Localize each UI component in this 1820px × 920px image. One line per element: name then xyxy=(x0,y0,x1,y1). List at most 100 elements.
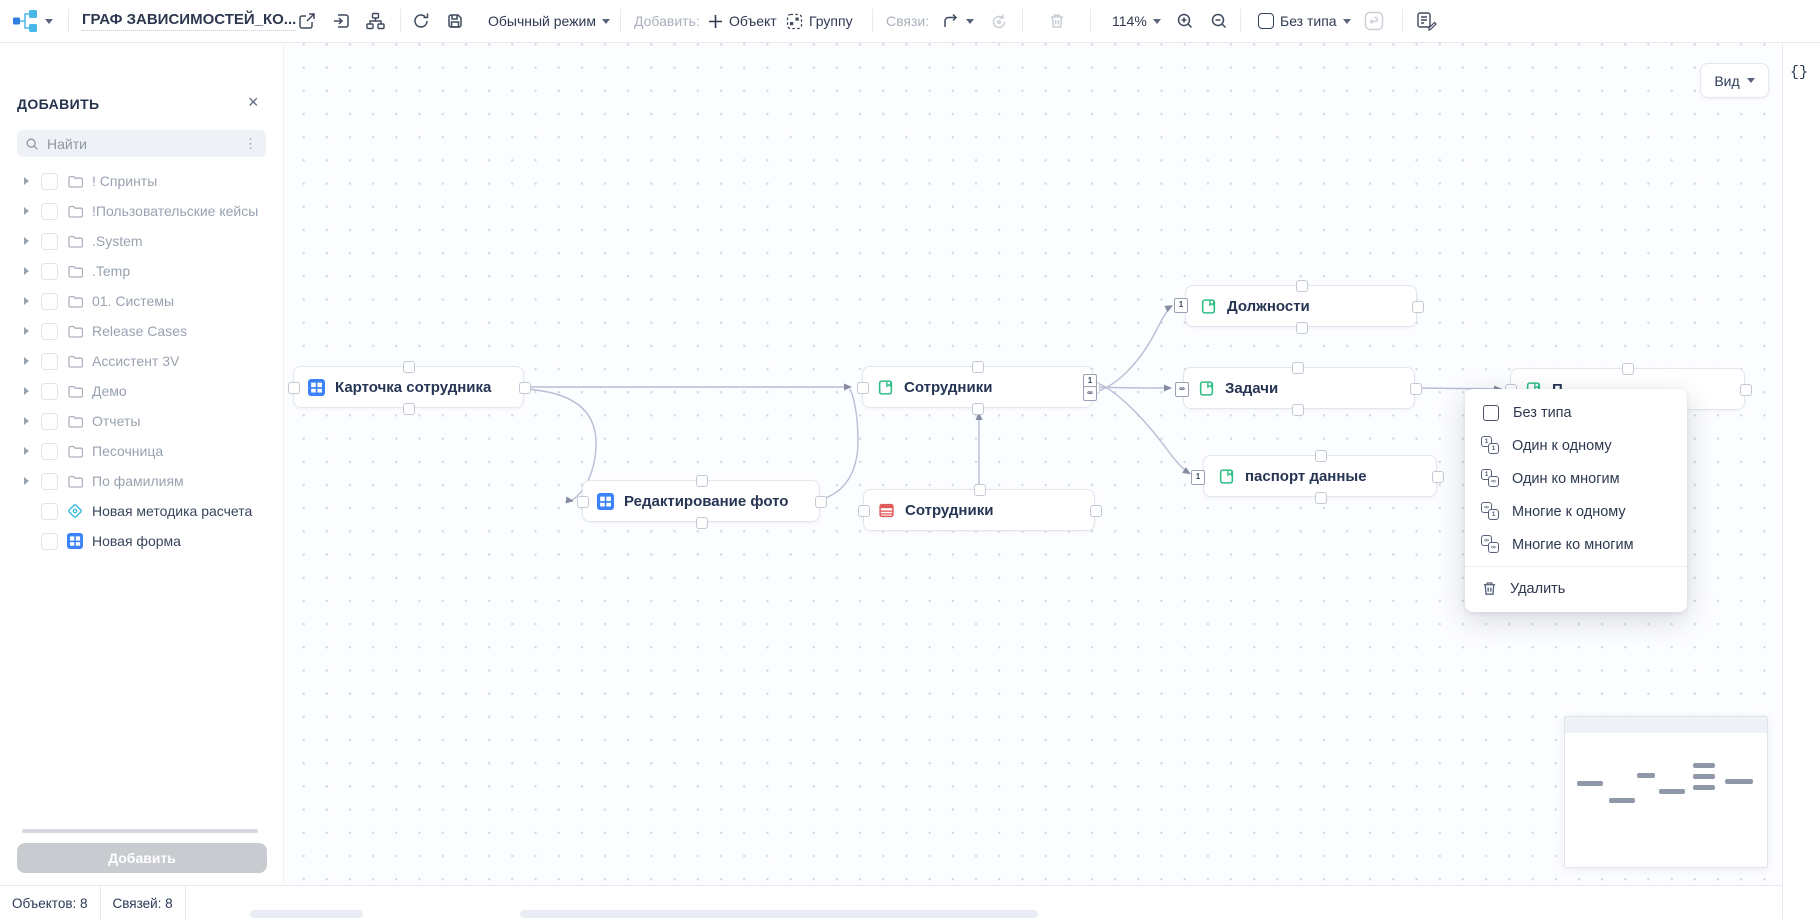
tree-folder-temp[interactable]: .Temp xyxy=(0,256,283,286)
tree-folder-otchety[interactable]: Отчеты xyxy=(0,406,283,436)
port-bottom[interactable] xyxy=(696,517,708,529)
add-button[interactable]: Добавить xyxy=(17,843,267,873)
zoom-in-button[interactable] xyxy=(1176,0,1194,42)
tree-folder-sprinty[interactable]: ! Спринты xyxy=(0,166,283,196)
menu-item-many-to-one[interactable]: ∞ 1 Многие к одному xyxy=(1465,495,1687,528)
port-right[interactable] xyxy=(519,382,531,394)
port-top[interactable] xyxy=(1296,280,1308,292)
chevron-right-icon[interactable] xyxy=(24,387,29,395)
chevron-right-icon[interactable] xyxy=(24,177,29,185)
chevron-right-icon[interactable] xyxy=(24,297,29,305)
tree-leaf-novaya-metodika[interactable]: Новая методика расчета xyxy=(0,496,283,526)
revert-button[interactable] xyxy=(1364,0,1384,42)
checkbox[interactable] xyxy=(1258,13,1274,29)
checkbox[interactable] xyxy=(41,262,58,280)
node-zadachi[interactable]: Задачи xyxy=(1183,362,1422,416)
port-top[interactable] xyxy=(974,484,986,496)
add-group-button[interactable]: Группу xyxy=(786,0,853,42)
zoom-out-button[interactable] xyxy=(1210,0,1228,42)
port-left[interactable] xyxy=(288,382,300,394)
search-input[interactable] xyxy=(45,134,238,153)
port-bottom[interactable] xyxy=(1292,404,1304,416)
tree-folder-demo[interactable]: Демо xyxy=(0,376,283,406)
chevron-right-icon[interactable] xyxy=(24,327,29,335)
chevron-right-icon[interactable] xyxy=(24,417,29,425)
chevron-right-icon[interactable] xyxy=(24,477,29,485)
code-panel-button[interactable]: {} xyxy=(1790,64,1809,81)
link-type-filter[interactable]: Без типа xyxy=(1258,0,1351,42)
menu-item-many-to-many[interactable]: ∞ ∞ Многие ко многим xyxy=(1465,528,1687,561)
close-icon[interactable]: × xyxy=(248,92,259,112)
tree-folder-sistemy[interactable]: 01. Системы xyxy=(0,286,283,316)
more-options-icon[interactable]: ⋮ xyxy=(244,135,258,151)
port-top[interactable] xyxy=(1622,363,1634,375)
add-object-button[interactable]: Объект xyxy=(708,0,777,42)
port-top[interactable] xyxy=(696,475,708,487)
port-top[interactable] xyxy=(972,361,984,373)
checkbox[interactable] xyxy=(41,202,58,220)
node-sotrudniki-table[interactable]: Сотрудники xyxy=(858,484,1102,531)
port-bottom[interactable] xyxy=(403,403,415,415)
chevron-right-icon[interactable] xyxy=(24,447,29,455)
port-right[interactable] xyxy=(815,496,827,508)
port-right[interactable] xyxy=(1740,384,1752,396)
checkbox[interactable] xyxy=(41,172,58,190)
port-bottom[interactable] xyxy=(972,403,984,415)
link-style-button[interactable] xyxy=(942,0,974,42)
minimap[interactable] xyxy=(1564,716,1768,868)
port-right[interactable] xyxy=(1410,383,1422,395)
checkbox[interactable] xyxy=(41,382,58,400)
save-button[interactable] xyxy=(446,0,464,42)
delete-button[interactable] xyxy=(1048,0,1066,42)
checkbox[interactable] xyxy=(41,442,58,460)
port-left[interactable] xyxy=(857,382,869,394)
horizontal-scrollbar[interactable] xyxy=(22,829,258,833)
tree-folder-pesochnitsa[interactable]: Песочница xyxy=(0,436,283,466)
chevron-right-icon[interactable] xyxy=(24,237,29,245)
tree-folder-keysy[interactable]: !Пользовательские кейсы xyxy=(0,196,283,226)
checkbox[interactable] xyxy=(41,292,58,310)
open-external-button[interactable] xyxy=(298,0,316,42)
bottom-scrollbar-segment[interactable] xyxy=(250,910,363,918)
port-left[interactable] xyxy=(858,505,870,517)
port-top[interactable] xyxy=(1292,362,1304,374)
app-logo[interactable] xyxy=(12,0,53,42)
node-pasport-dannye[interactable]: паспорт данные xyxy=(1203,450,1444,504)
view-button[interactable]: Вид xyxy=(1700,63,1769,98)
port-bottom[interactable] xyxy=(1315,492,1327,504)
port-right[interactable] xyxy=(1432,471,1444,483)
loop-link-button[interactable] xyxy=(990,0,1008,42)
port-left[interactable] xyxy=(577,496,589,508)
menu-item-one-to-one[interactable]: 1 1 Один к одному xyxy=(1465,429,1687,462)
menu-item-no-type[interactable]: Без типа xyxy=(1465,396,1687,429)
port-right[interactable] xyxy=(1090,505,1102,517)
chevron-right-icon[interactable] xyxy=(24,357,29,365)
checkbox[interactable] xyxy=(41,502,58,520)
port-top[interactable] xyxy=(1315,450,1327,462)
tree-folder-assistent[interactable]: Ассистент 3V xyxy=(0,346,283,376)
zoom-level-select[interactable]: 114% xyxy=(1112,0,1161,42)
node-sotrudniki-green[interactable]: Сотрудники xyxy=(857,361,1100,415)
graph-title[interactable]: ГРАФ ЗАВИСИМОСТЕЙ_КО... xyxy=(82,0,297,42)
chevron-right-icon[interactable] xyxy=(24,267,29,275)
port-right[interactable] xyxy=(1412,301,1424,313)
port-bottom[interactable] xyxy=(1296,322,1308,334)
checkbox[interactable] xyxy=(41,322,58,340)
refresh-button[interactable] xyxy=(412,0,430,42)
tree-folder-system[interactable]: .System xyxy=(0,226,283,256)
menu-item-one-to-many[interactable]: 1 ∞ Один ко многим xyxy=(1465,462,1687,495)
node-dolzhnosti[interactable]: Должности xyxy=(1185,280,1424,334)
tree-folder-po-familiyam[interactable]: По фамилиям xyxy=(0,466,283,496)
move-to-folder-button[interactable] xyxy=(332,0,350,42)
checkbox[interactable] xyxy=(41,412,58,430)
menu-item-delete[interactable]: Удалить xyxy=(1465,572,1687,605)
hierarchy-button[interactable] xyxy=(366,0,385,42)
tree-folder-release-cases[interactable]: Release Cases xyxy=(0,316,283,346)
bottom-scrollbar-segment[interactable] xyxy=(520,910,1038,918)
mode-select[interactable]: Обычный режим xyxy=(488,0,610,42)
checkbox[interactable] xyxy=(41,352,58,370)
notes-button[interactable] xyxy=(1416,0,1437,42)
node-redaktirovanie-foto[interactable]: Редактирование фото xyxy=(577,475,827,529)
node-kartochka-sotrudnika[interactable]: Карточка сотрудника xyxy=(288,361,531,415)
search-box[interactable]: ⋮ xyxy=(17,130,266,157)
